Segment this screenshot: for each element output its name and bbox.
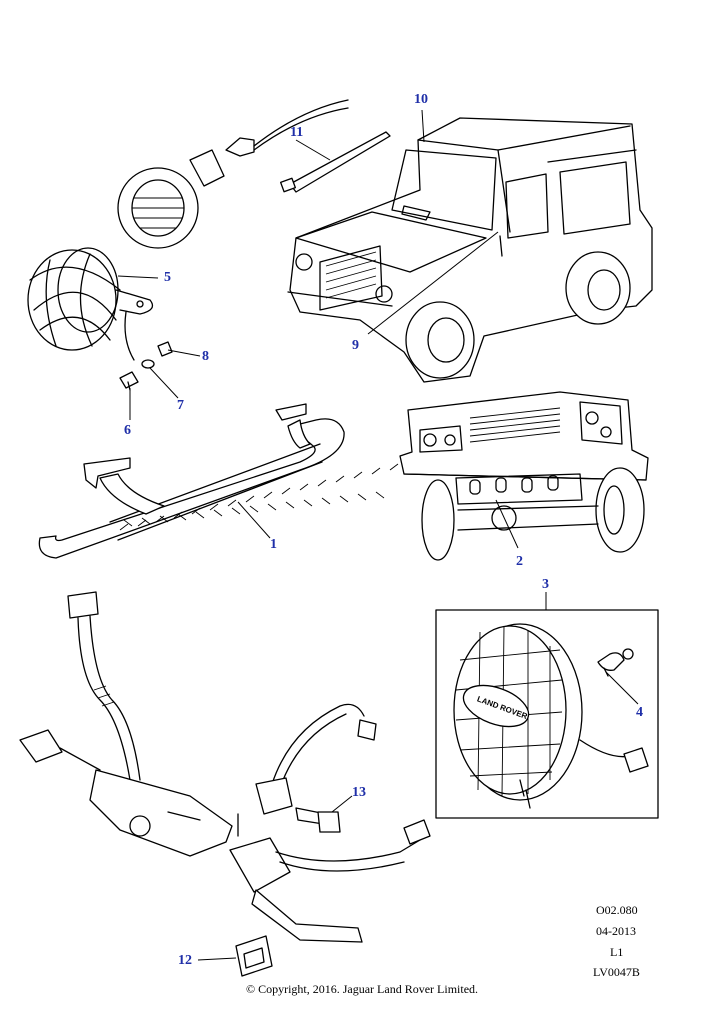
diagram-ref: O02.080: [596, 903, 638, 917]
copyright-text: © Copyright, 2016. Jaguar Land Rover Lim…: [245, 982, 479, 996]
fan-motor-part[interactable]: [117, 99, 349, 249]
callout-3[interactable]: 3: [542, 577, 549, 592]
callout-13[interactable]: 13: [352, 785, 366, 800]
diagram-code: LV0047B: [593, 965, 640, 979]
vehicle-side-view[interactable]: [287, 117, 653, 383]
callout-6[interactable]: 6: [124, 423, 131, 438]
callout-1[interactable]: 1: [270, 537, 277, 552]
front-view-vehicle[interactable]: [399, 391, 649, 561]
spot-lamp-part[interactable]: LAND ROVER: [453, 623, 649, 809]
callout-7[interactable]: 7: [177, 398, 184, 413]
callout-12[interactable]: 12: [178, 953, 192, 968]
washer-part[interactable]: [141, 359, 155, 369]
cable-tie-part[interactable]: [280, 131, 391, 193]
callout-5[interactable]: 5: [164, 270, 171, 285]
lamp-guard-part[interactable]: [27, 247, 154, 361]
light-switch-part[interactable]: [255, 703, 377, 833]
bolt-part[interactable]: [119, 371, 139, 391]
indicator-switch-part[interactable]: [229, 819, 431, 943]
callout-10[interactable]: 10: [414, 92, 428, 107]
callout-8[interactable]: 8: [202, 349, 209, 364]
side-step-part[interactable]: [38, 403, 417, 559]
callout-9[interactable]: 9: [352, 338, 359, 353]
callout-11[interactable]: 11: [290, 125, 304, 140]
nut-part[interactable]: [157, 341, 173, 357]
column-switch-harness[interactable]: [19, 591, 239, 857]
callout-2[interactable]: 2: [516, 554, 523, 569]
spot-lamp-panel: [435, 609, 659, 819]
rocker-switch-part[interactable]: [235, 935, 273, 977]
diagram-date: 04-2013: [596, 924, 636, 938]
bulb-part[interactable]: [597, 648, 634, 677]
callout-4[interactable]: 4: [636, 705, 643, 720]
diagram-level: L1: [610, 945, 624, 959]
